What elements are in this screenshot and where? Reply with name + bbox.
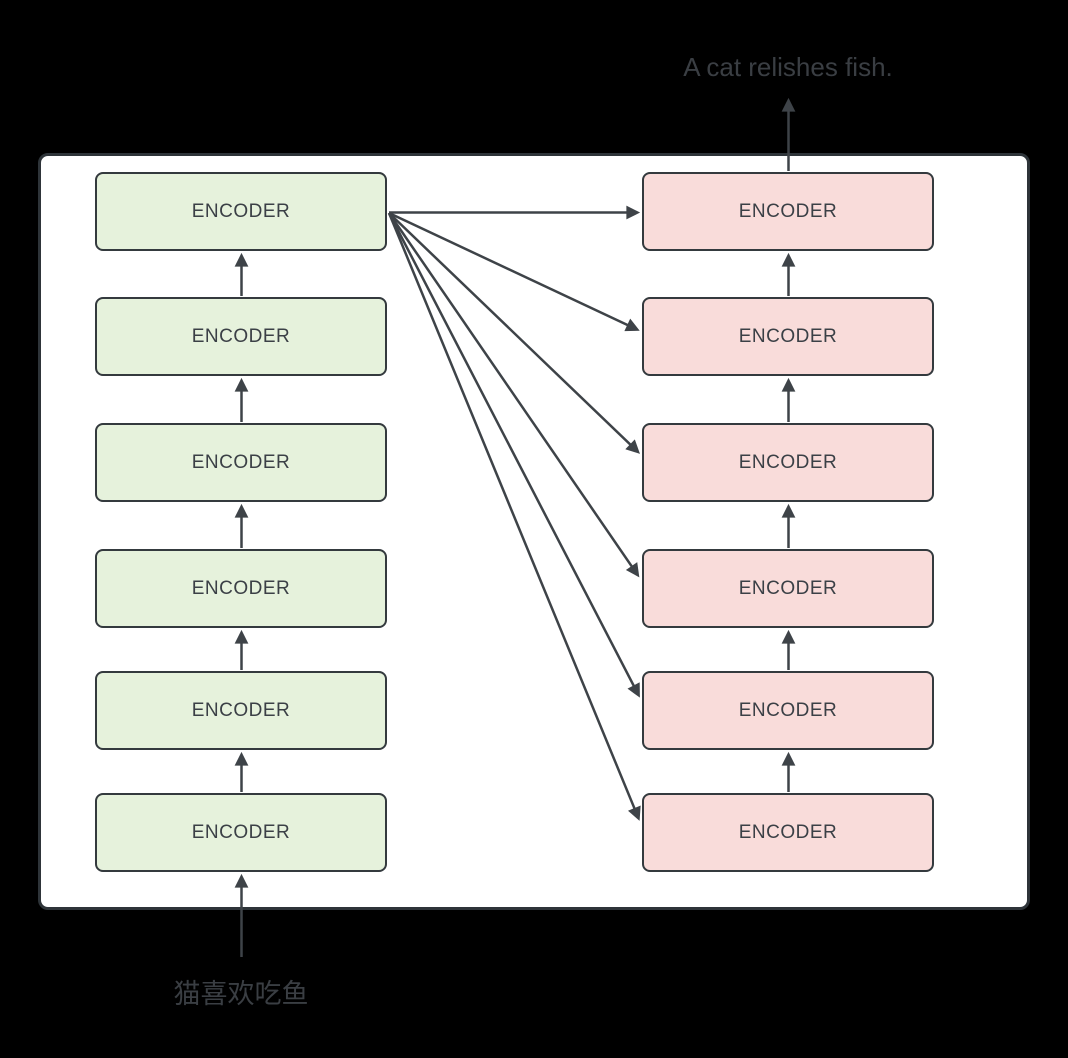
input-sentence: 猫喜欢吃鱼 <box>173 979 309 1009</box>
encoder-box-left-1: ENCODER <box>95 172 387 251</box>
encoder-box-right-4: ENCODER <box>642 549 934 628</box>
encoder-box-label: ENCODER <box>191 577 291 599</box>
encoder-box-left-4: ENCODER <box>95 549 387 628</box>
encoder-box-label: ENCODER <box>738 821 838 843</box>
encoder-box-label: ENCODER <box>191 699 291 721</box>
encoder-box-right-2: ENCODER <box>642 297 934 376</box>
encoder-box-label: ENCODER <box>738 577 838 599</box>
encoder-box-label: ENCODER <box>191 200 291 222</box>
encoder-box-right-3: ENCODER <box>642 423 934 502</box>
encoder-box-label: ENCODER <box>738 699 838 721</box>
encoder-box-label: ENCODER <box>738 451 838 473</box>
encoder-box-left-5: ENCODER <box>95 671 387 750</box>
encoder-box-left-6: ENCODER <box>95 793 387 872</box>
encoder-box-label: ENCODER <box>191 451 291 473</box>
encoder-box-right-1: ENCODER <box>642 172 934 251</box>
encoder-box-label: ENCODER <box>191 821 291 843</box>
encoder-box-right-5: ENCODER <box>642 671 934 750</box>
encoder-box-left-2: ENCODER <box>95 297 387 376</box>
encoder-box-label: ENCODER <box>738 325 838 347</box>
encoder-box-left-3: ENCODER <box>95 423 387 502</box>
encoder-box-label: ENCODER <box>191 325 291 347</box>
encoder-box-label: ENCODER <box>738 200 838 222</box>
output-sentence: A cat relishes fish. <box>683 52 893 82</box>
encoder-box-right-6: ENCODER <box>642 793 934 872</box>
